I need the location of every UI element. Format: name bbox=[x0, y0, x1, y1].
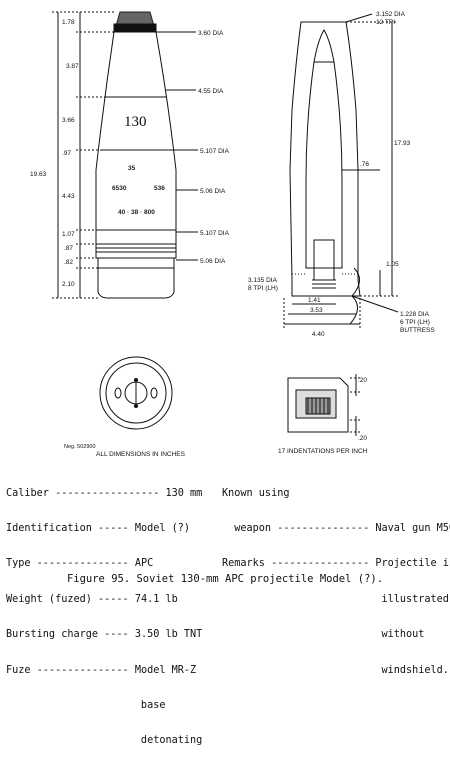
caliber-marking: 130 bbox=[124, 114, 147, 130]
spec-label: Bursting charge bbox=[6, 629, 105, 641]
spec-label: Type bbox=[6, 558, 37, 570]
spec-leader: ---- bbox=[104, 629, 129, 641]
exterior-dim-labels: 1.78 3.87 3.66 .97 4.43 1.07 .87 .82 2.1… bbox=[30, 19, 230, 288]
diameter-label: 4.55 DIA bbox=[198, 88, 224, 95]
length-label: 17.93 bbox=[394, 140, 411, 147]
body-marking: 40 · 38 · 800 bbox=[118, 209, 155, 216]
spec-label: Fuze bbox=[6, 664, 37, 676]
spec-label: Caliber bbox=[6, 487, 56, 499]
dim-label: .87 bbox=[64, 245, 73, 252]
base-depth-label: 1.05 bbox=[386, 261, 399, 268]
indentation-note: 17 INDENTATIONS PER INCH bbox=[278, 448, 368, 455]
base-dim-label: 3.53 bbox=[310, 307, 323, 314]
band-upper bbox=[95, 229, 177, 245]
rotating-band bbox=[95, 243, 177, 259]
spec-leader: ----------------- bbox=[55, 487, 160, 499]
detail-view-labels: .20 .20 17 INDENTATIONS PER INCH bbox=[278, 377, 368, 455]
base-view-labels: Neg. 502900 ALL DIMENSIONS IN INCHES bbox=[64, 444, 186, 458]
spec-label: Weight (fuzed) bbox=[6, 593, 99, 605]
diameter-label: 3.60 DIA bbox=[198, 30, 224, 37]
wall-label: .76 bbox=[360, 161, 369, 168]
section-outer bbox=[289, 21, 361, 297]
spec-value: detonating bbox=[6, 735, 203, 747]
buttress-label: 6 TPI (LH) bbox=[400, 319, 430, 326]
buttress-label: 1.228 DIA bbox=[400, 311, 430, 318]
band-lower bbox=[97, 257, 175, 269]
spec-row: without bbox=[222, 629, 425, 641]
spec-label: Identification bbox=[6, 522, 99, 534]
base-dim-label: 4.40 bbox=[312, 331, 325, 338]
thread-label: 3.152 DIA bbox=[376, 11, 406, 18]
spec-value: base bbox=[6, 699, 166, 711]
spec-leader: ----- bbox=[98, 522, 129, 534]
body-marking: 35 bbox=[128, 165, 136, 172]
base-thread-label: 8 TPI (LH) bbox=[248, 285, 278, 292]
body-marking: 6530 bbox=[112, 185, 127, 192]
body-marking: 536 bbox=[154, 185, 165, 192]
spec-value: Model MR-Z bbox=[128, 664, 197, 676]
spec-row: Type --------------- APC bbox=[6, 558, 202, 570]
diameter-label: 5.107 DIA bbox=[200, 148, 230, 155]
spec-value: 74.1 lb bbox=[128, 593, 178, 605]
dim-label: 1.07 bbox=[62, 231, 75, 238]
spec-row: detonating bbox=[6, 735, 202, 747]
dim-label: 2.10 bbox=[62, 281, 75, 288]
thread-label: 12 TPI bbox=[376, 19, 395, 26]
dim-label: 1.78 bbox=[62, 19, 75, 26]
spec-row: weapon --------------- Naval gun M50 bbox=[222, 522, 450, 534]
dim-label: 3.87 bbox=[66, 63, 79, 70]
dim-label: 4.43 bbox=[62, 193, 75, 200]
detail-dim: .20 bbox=[358, 377, 367, 384]
spec-row: Caliber ----------------- 130 mm bbox=[6, 488, 202, 500]
spec-row: Bursting charge ---- 3.50 lb TNT bbox=[6, 629, 202, 641]
spec-leader: --------------- bbox=[36, 664, 129, 676]
exterior-view bbox=[52, 11, 198, 299]
spec-value: APC bbox=[128, 558, 154, 570]
spec-row: windshield. bbox=[222, 664, 449, 676]
negative-number: Neg. 502900 bbox=[64, 444, 96, 450]
spec-leader: ----- bbox=[98, 593, 129, 605]
dim-label: .97 bbox=[62, 150, 71, 157]
fuze-well bbox=[313, 239, 335, 281]
spec-value: 3.50 lb TNT bbox=[128, 629, 203, 641]
diameter-label: 5.06 DIA bbox=[200, 258, 226, 265]
sectional-view bbox=[283, 13, 399, 330]
projectile-drawing: 1.78 3.87 3.66 .97 4.43 1.07 .87 .82 2.1… bbox=[30, 11, 435, 458]
dimensions-note: ALL DIMENSIONS IN INCHES bbox=[96, 451, 186, 458]
cap-band bbox=[113, 23, 157, 33]
buttress-label: BUTTRESS bbox=[400, 327, 435, 334]
base-thread-label: 3.135 DIA bbox=[248, 277, 278, 284]
specs-left: Caliber ----------------- 130 mm Identif… bbox=[6, 464, 202, 759]
spec-row: illustrated bbox=[222, 593, 449, 605]
base-dim-label: 1.41 bbox=[308, 297, 321, 304]
spec-row: Known using bbox=[222, 487, 290, 499]
spec-value: 130 mm bbox=[159, 487, 203, 499]
detail-view bbox=[287, 374, 362, 436]
spec-row: Weight (fuzed) ----- 74.1 lb bbox=[6, 594, 202, 606]
diameter-label: 5.06 DIA bbox=[200, 188, 226, 195]
spec-leader: --------------- bbox=[36, 558, 129, 570]
detail-dim: .20 bbox=[358, 435, 367, 442]
spec-row: Remarks ---------------- Projectile is bbox=[222, 558, 450, 570]
spec-row: base bbox=[6, 700, 202, 712]
spec-value: Model (?) bbox=[128, 522, 191, 534]
sectional-dim-labels: 3.152 DIA 12 TPI 17.93 .76 1.05 3.135 DI… bbox=[248, 11, 435, 338]
section-cavity bbox=[305, 61, 343, 269]
spec-row: Identification ----- Model (?) bbox=[6, 523, 202, 535]
figure-caption: Figure 95. Soviet 130-mm APC projectile … bbox=[66, 573, 384, 585]
base-end-view bbox=[99, 356, 173, 430]
overall-length-label: 19.63 bbox=[30, 171, 47, 178]
spec-row: Fuze --------------- Model MR-Z bbox=[6, 665, 202, 677]
dim-label: .82 bbox=[64, 259, 73, 266]
dim-label: 3.66 bbox=[62, 117, 75, 124]
base-outline bbox=[97, 268, 175, 299]
diameter-label: 5.107 DIA bbox=[200, 230, 230, 237]
ogive-outline bbox=[95, 31, 177, 231]
